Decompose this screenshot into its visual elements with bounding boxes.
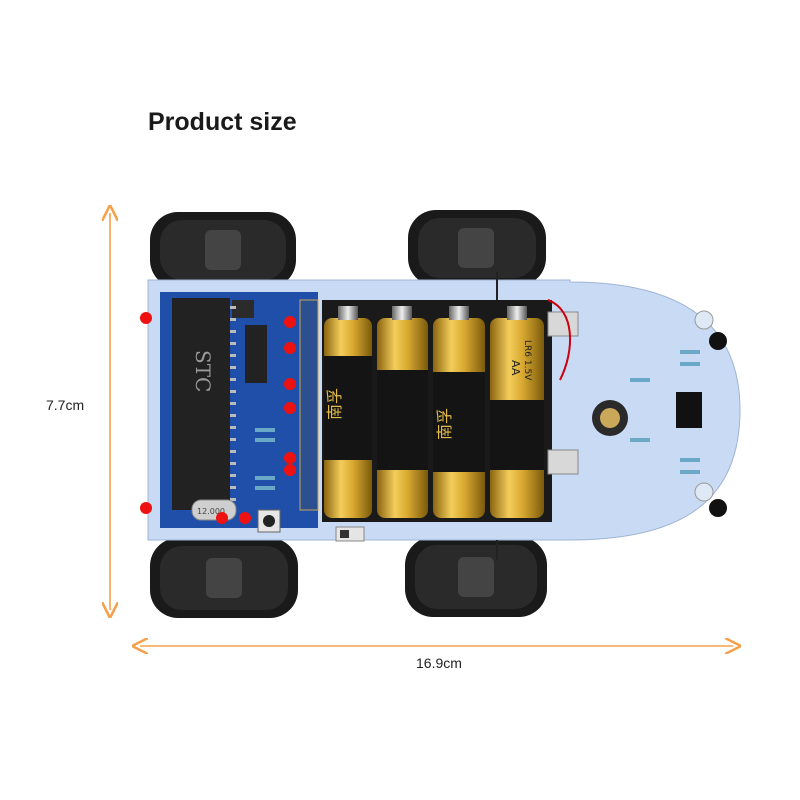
chip-label: STC [191, 350, 215, 392]
wheel [150, 212, 296, 288]
mcu-chip [172, 298, 230, 510]
battery: AA LR6 1.5V [490, 306, 544, 518]
comparator-chip [676, 392, 702, 428]
wheel [150, 538, 298, 618]
wheel [408, 210, 546, 286]
ir-sensor [709, 332, 727, 517]
driver-chip [245, 325, 267, 383]
wheel [405, 537, 547, 617]
page-title: Product size [148, 108, 297, 136]
svg-text:LR6 1.5V: LR6 1.5V [522, 340, 532, 381]
svg-text:南孚: 南孚 [435, 408, 454, 440]
svg-text:AA: AA [509, 360, 522, 376]
reset-button [263, 515, 275, 527]
height-dimension-label: 7.7cm [46, 397, 85, 413]
battery [377, 306, 428, 518]
svg-text:南孚: 南孚 [325, 388, 344, 420]
battery: 南孚 [324, 306, 372, 518]
ir-led [694, 310, 714, 502]
crystal-label: 12.000 [197, 507, 225, 516]
battery: 南孚 [433, 306, 485, 518]
led-group [140, 312, 296, 524]
width-dimension-label: 16.9cm [416, 655, 462, 671]
